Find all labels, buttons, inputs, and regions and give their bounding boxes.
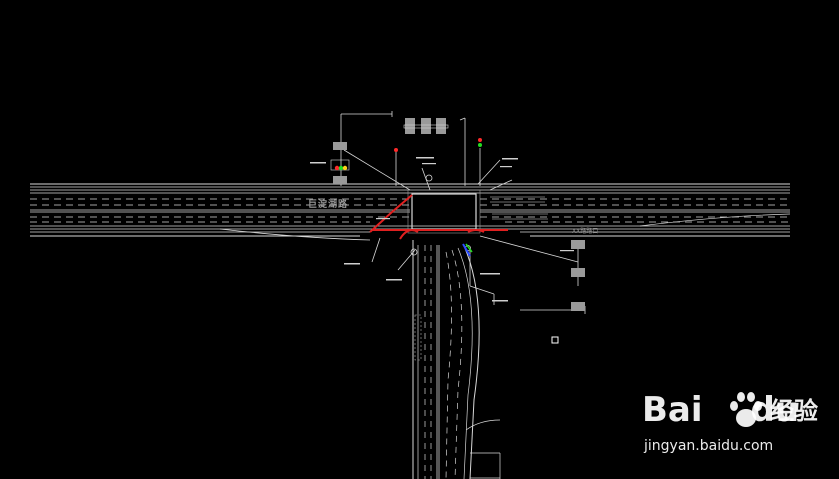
traffic-light-icon: [334, 138, 482, 171]
annotation-labels: [310, 157, 574, 302]
south-road: [412, 240, 501, 479]
square-cursor-icon: [551, 336, 559, 344]
road-labels: 巨淀湖路 XX路路口: [308, 198, 598, 235]
watermark-product: 经验: [770, 397, 818, 425]
road-name-west: 巨淀湖路: [308, 198, 348, 210]
signal-marker: [462, 243, 473, 257]
road-name-east: XX路路口: [572, 227, 598, 235]
signal-head-frames: [330, 124, 449, 171]
watermark-url: jingyan.baidu.com: [644, 438, 774, 454]
signal-equipment: [340, 111, 586, 314]
paw-icon: [730, 392, 762, 427]
signal-head-blocks: [333, 118, 585, 311]
intersection: [407, 189, 481, 234]
main-road: [30, 183, 791, 241]
crosswalk-boundary: [369, 194, 508, 240]
